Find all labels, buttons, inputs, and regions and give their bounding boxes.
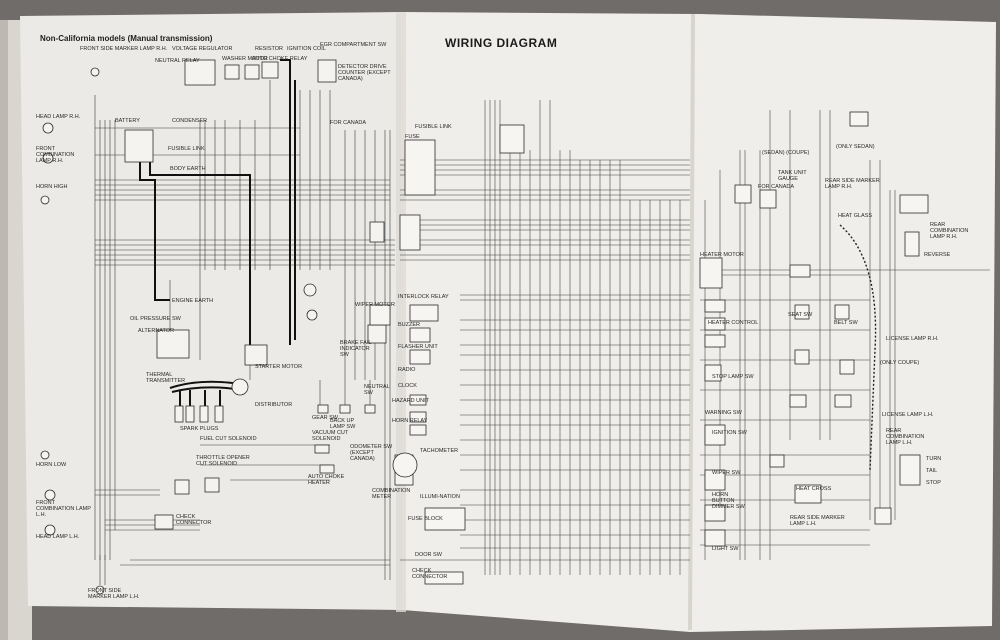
diagram-title: WIRING DIAGRAM — [445, 36, 558, 50]
label-battery: BATTERY — [115, 118, 140, 124]
label-tachometer: TACHOMETER — [420, 448, 459, 454]
label-heat-cross: HEAT CROSS — [796, 486, 832, 492]
label-auto-choke-relay: AUTO CHOKE RELAY — [252, 56, 308, 62]
label-back-up-lamp-sw: BACK UP LAMP SW — [330, 418, 356, 430]
label-vacuum-cut-solenoid: VACUUM CUT SOLENOID — [312, 430, 349, 442]
label-ignition-sw: IGNITION SW — [712, 430, 747, 436]
page-title: Non-California models (Manual transmissi… — [40, 34, 213, 43]
label-fusible-link: FUSIBLE LINK — [168, 146, 205, 152]
label-license-lamp-lh: LICENSE LAMP L.H. — [882, 412, 934, 418]
label-wiper-sw: WIPER SW — [712, 470, 741, 476]
label-egr-compartment-sw: EGR COMPARTMENT SW — [320, 42, 387, 48]
label-heater-control: HEATER CONTROL — [708, 320, 759, 326]
label-front-side-marker-rh: FRONT SIDE MARKER LAMP R.H. — [80, 46, 168, 52]
label-hazard-unit: HAZARD UNIT — [392, 398, 429, 404]
label-wiper-motor: WIPER MOTOR — [355, 302, 395, 308]
right-components — [369, 111, 929, 585]
label-fuse: FUSE — [405, 134, 420, 140]
label-rear-side-marker-rh: REAR SIDE MARKER LAMP R.H. — [825, 178, 880, 190]
label-spark-plugs: SPARK PLUGS — [180, 426, 219, 432]
label-only-sedan: (ONLY SEDAN) — [836, 144, 875, 150]
page-crease — [396, 12, 406, 612]
label-horn-low: HORN LOW — [36, 462, 67, 468]
label-sedan-coupe: (SEDAN) (COUPE) — [762, 150, 810, 156]
label-stop-sw: STOP LAMP SW — [712, 374, 754, 380]
label-fusible-link-box: FUSIBLE LINK — [415, 124, 452, 130]
label-tank-unit-gauge: TANK UNIT GAUGE — [778, 170, 807, 182]
label-head-lamp-lh: HEAD LAMP L.H. — [36, 534, 80, 540]
heat-glass-wire — [839, 224, 877, 471]
label-for-canada-r: FOR CANADA — [758, 184, 795, 190]
label-belt-sw: BELT SW — [834, 320, 858, 326]
label-rear-side-marker-lh: REAR SIDE MARKER LAMP L.H. — [790, 515, 845, 527]
label-check-connector: CHECK CONNECTOR — [176, 514, 212, 526]
label-engine-earth: ENGINE EARTH — [172, 298, 214, 304]
label-radio: RADIO — [398, 367, 416, 373]
label-light-sw: LIGHT SW — [712, 546, 739, 552]
left-lower-wiring — [99, 380, 390, 585]
label-odometer-sw: ODOMETER SW (EXCEPT CANADA) — [350, 444, 393, 462]
left-harness-vertical — [94, 80, 391, 580]
label-gear-sw: GEAR SW — [312, 415, 338, 421]
label-illumination: ILLUMI-NATION — [420, 494, 460, 500]
label-starter-motor: STARTER MOTOR — [255, 364, 303, 370]
label-auto-choke-heater: AUTO CHOKE HEATER — [308, 474, 345, 486]
label-flasher-unit: FLASHER UNIT — [398, 344, 438, 350]
label-stop: STOP — [926, 480, 941, 486]
label-reverse: REVERSE — [924, 252, 951, 258]
label-interlock-relay: INTERLOCK RELAY — [398, 294, 449, 300]
label-heat-glass: HEAT GLASS — [838, 213, 873, 219]
label-heater-motor: HEATER MOTOR — [700, 252, 744, 258]
label-neutral-relay: NEUTRAL RELAY — [155, 58, 200, 64]
heavy-cables — [139, 59, 296, 420]
label-brake-fail-indicator: BRAKE FAIL INDICATOR SW — [340, 340, 372, 358]
label-fuel-cut-solenoid: FUEL CUT SOLENOID — [200, 436, 257, 442]
label-license-lamp-rh: LICENSE LAMP R.H. — [886, 336, 939, 342]
label-front-combination-lh: FRONT COMBINATION LAMP L.H. — [36, 500, 91, 518]
label-detector-drive-counter: DETECTOR DRIVE COUNTER (EXCEPT CANADA) — [338, 64, 391, 82]
left-page — [20, 12, 402, 610]
label-ignition-coil: IGNITION COIL — [287, 46, 326, 52]
right-harness — [400, 100, 990, 575]
label-only-coupe: (ONLY COUPE) — [880, 360, 920, 366]
label-warning-sw: WARNING SW — [705, 410, 742, 416]
label-rear-combination-rh: REAR COMBINATION LAMP R.H. — [930, 222, 969, 240]
label-resistor: RESISTOR — [255, 46, 284, 52]
label-front-combination-rh: FRONT COMBINATION LAMP R.H. — [36, 146, 75, 164]
label-distributor: DISTRIBUTOR — [255, 402, 293, 408]
label-check-connector-r: CHECK CONNECTOR — [412, 568, 448, 580]
label-voltage-regulator: VOLTAGE REGULATOR — [172, 46, 233, 52]
label-washer-motor: WASHER MOTOR — [222, 56, 268, 62]
label-seat-sw: SEAT SW — [788, 312, 813, 318]
label-horn-high: HORN HIGH — [36, 184, 68, 190]
label-throttle-opener-cut: THROTTLE OPENER CUT SOLENOID — [196, 455, 250, 467]
label-rear-combination-lh: REAR COMBINATION LAMP L.H. — [886, 428, 925, 446]
label-door-sw: DOOR SW — [415, 552, 442, 558]
label-clock: CLOCK — [398, 383, 417, 389]
label-front-side-marker-lh: FRONT SIDE MARKER LAMP L.H. — [88, 588, 140, 600]
label-body-earth: BODY EARTH — [170, 166, 206, 172]
label-alternator: ALTERNATOR — [138, 328, 175, 334]
fold-line — [688, 13, 695, 631]
label-for-canada: FOR CANADA — [330, 120, 367, 126]
label-thermal-transmitter: THERMAL TRANSMITTER — [146, 372, 186, 384]
label-head-lamp-rh: HEAD LAMP R.H. — [36, 114, 81, 120]
label-horn-relay: HORN RELAY — [392, 418, 428, 424]
right-page — [400, 12, 996, 632]
label-fuse-block: FUSE BLOCK — [408, 516, 443, 522]
label-oil-pressure-sw: OIL PRESSURE SW — [130, 316, 181, 322]
label-neutral-sw: NEUTRAL SW — [364, 384, 390, 396]
label-horn-button: HORN BUTTON DIMMER SW — [712, 492, 745, 510]
label-turn: TURN — [926, 456, 942, 462]
label-combination-meter: COMBINATION METER — [372, 488, 411, 500]
label-condenser: CONDENSER — [172, 118, 208, 124]
label-buzzer: BUZZER — [398, 322, 420, 328]
label-tail: TAIL — [926, 468, 938, 474]
